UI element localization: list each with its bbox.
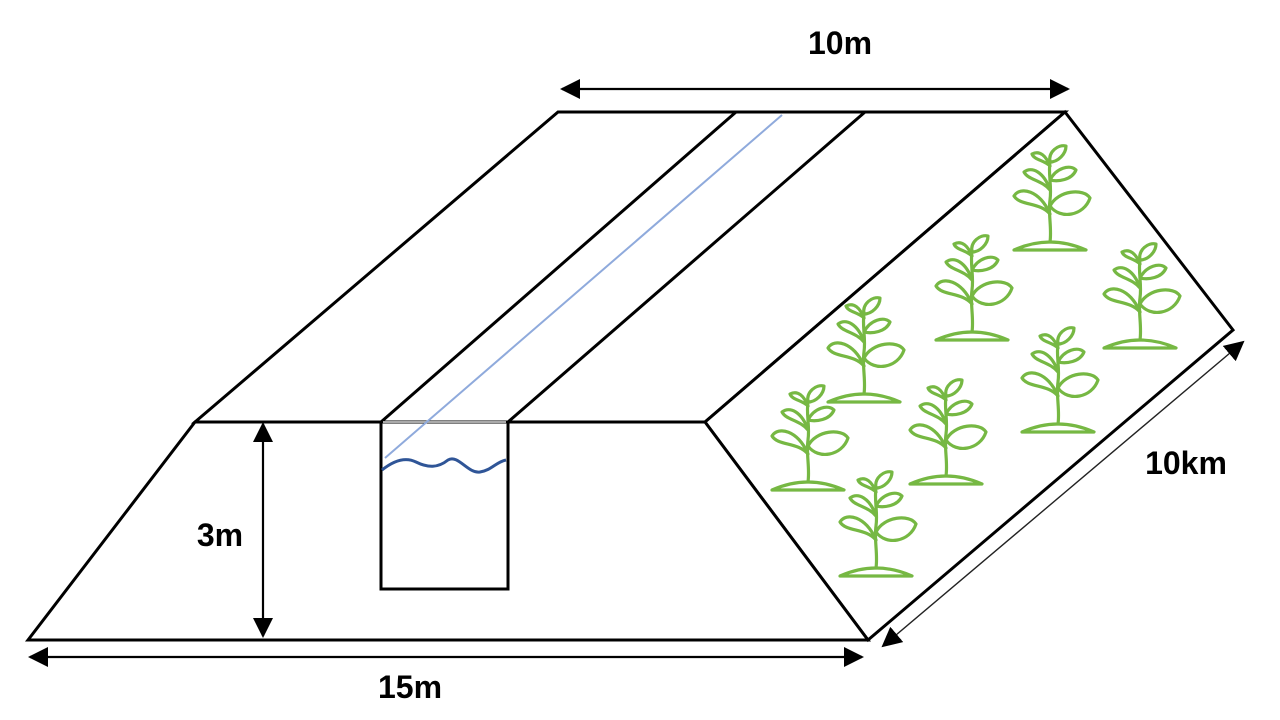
length-dimension-arrow [881,340,1245,648]
channel-cross-section [379,420,510,591]
channel-right-edge [507,110,866,424]
water-flow-line [384,114,783,459]
water-surface-wave [381,457,507,474]
bottom-width-label: 15m [378,669,442,705]
length-label: 10km [1145,445,1227,481]
channel-left-edge [380,110,737,424]
height-label: 3m [197,517,243,553]
top-width-label: 10m [808,25,872,61]
